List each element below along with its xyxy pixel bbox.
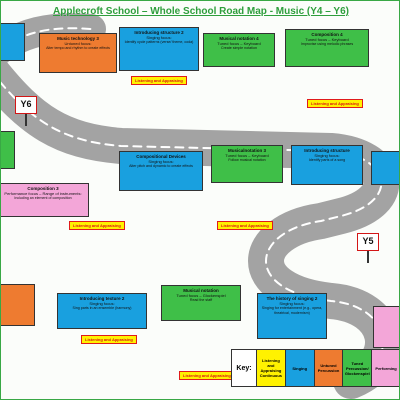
callout-desc: Singing for entertainment (e.g., opera, … [261, 306, 323, 315]
callout-desc: Improvise using melodic phrases [300, 42, 354, 46]
year-5-sign: Y5 [357, 233, 379, 251]
listening-appraising-label: Listening and Appraising [307, 99, 363, 108]
callout-heading: Music technology 3 [57, 36, 99, 41]
callout-heading: Musicalnotation 3 [227, 148, 266, 153]
callout-desc: Identify parts of a song [308, 158, 346, 162]
key-performing: Performing [372, 350, 399, 386]
listening-appraising-label: Listening and Appraising [179, 371, 235, 380]
page-title: Applecroft School – Whole School Road Ma… [53, 6, 349, 17]
callout-partial-bottom-left [1, 284, 35, 326]
key-untuned-percussion: Untuned Percussion [314, 350, 344, 386]
callout-desc: Identify cycle patterns (verse/ theme, c… [124, 40, 194, 44]
listening-appraising-label: Listening and Appraising [131, 76, 187, 85]
callout-introducing-structure: Introducing structure Singing focus: Ide… [291, 145, 363, 185]
callout-composition-4: Composition 4 Tuned focus – Keyboard Imp… [285, 29, 369, 67]
callout-focus: Singing focus: [314, 153, 340, 158]
callout-focus: Singing focus: [279, 301, 305, 306]
callout-heading: Introducing structure [304, 148, 350, 153]
callout-heading: Composition 3 [27, 186, 59, 191]
callout-focus: Untuned focus: [64, 41, 92, 46]
callout-desc: Read the staff [189, 298, 213, 302]
callout-heading: Musical notation 4 [219, 36, 259, 41]
callout-partial-mid-left [1, 131, 15, 169]
callout-musical-notation-4: Musical notation 4 Tuned focus – Keyboar… [203, 33, 275, 67]
callout-focus: Performance focus – Range of instruments… [4, 191, 82, 196]
year-6-sign: Y6 [15, 96, 37, 114]
callout-focus: Singing focus: [148, 159, 174, 164]
key-singing: Singing [285, 350, 315, 386]
listening-appraising-label: Listening and Appraising [217, 221, 273, 230]
callout-heading: The history of singing 2 [266, 296, 318, 301]
key-listening: Listening and Appraising Continuous [257, 350, 286, 386]
callout-desc: Including an element of composition [14, 196, 72, 200]
year-6-sign-pole [25, 114, 27, 126]
callout-focus: Singing focus: [146, 35, 172, 40]
callout-focus: Tuned focus – Glockenspiel [176, 293, 226, 298]
key-label: Key: [232, 350, 257, 386]
callout-desc: Alter pitch and dynamic to create effect… [129, 164, 193, 168]
callout-focus: Tuned focus – Keyboard [217, 41, 261, 46]
callout-history-of-singing-2: The history of singing 2 Singing focus: … [257, 293, 327, 339]
listening-appraising-label: Listening and Appraising [69, 221, 125, 230]
callout-desc: Sing parts in an ensemble (harmony) [72, 306, 132, 310]
callout-heading: Introducing texture 2 [79, 296, 125, 301]
callout-heading: Composition 4 [311, 32, 343, 37]
callout-musicalnotation-3: Musicalnotation 3 Tuned focus – Keyboard… [211, 145, 283, 183]
callout-compositional-devices: Compositional Devices Singing focus: Alt… [119, 151, 203, 191]
callout-partial-bottom-right [373, 306, 399, 348]
callout-focus: Tuned focus – Keyboard [305, 37, 349, 42]
callout-introducing-texture-2: Introducing texture 2 Singing focus: Sin… [57, 293, 147, 329]
callout-heading: Musical notation [183, 288, 219, 293]
year-5-label: Y5 [362, 236, 374, 246]
callout-composition-3: Composition 3 Performance focus – Range … [1, 183, 89, 217]
callout-heading: Introducing structure 2 [134, 30, 184, 35]
callout-desc: Alter tempo and rhythm to create effects [46, 46, 110, 50]
callout-focus: Tuned focus – Keyboard [225, 153, 269, 158]
listening-appraising-label: Listening and Appraising [81, 335, 137, 344]
callout-introducing-structure-2: Introducing structure 2 Singing focus: I… [119, 27, 199, 71]
key-tuned-percussion: Tuned Percussion/ Glockenspiel [343, 350, 373, 386]
key-legend: Key: Listening and Appraising Continuous… [231, 349, 399, 387]
callout-music-technology-3: Music technology 3 Untuned focus: Alter … [39, 33, 117, 73]
callout-partial-right [371, 151, 399, 185]
year-5-sign-pole [367, 251, 369, 263]
callout-desc: Create simple notation [221, 46, 257, 50]
callout-desc: Follow musical notation [228, 158, 266, 162]
callout-focus: Singing focus: [89, 301, 115, 306]
callout-heading: Compositional Devices [136, 154, 186, 159]
callout-musical-notation: Musical notation Tuned focus – Glockensp… [161, 285, 241, 321]
year-6-label: Y6 [20, 99, 32, 109]
callout-partial-top-left [1, 23, 25, 61]
